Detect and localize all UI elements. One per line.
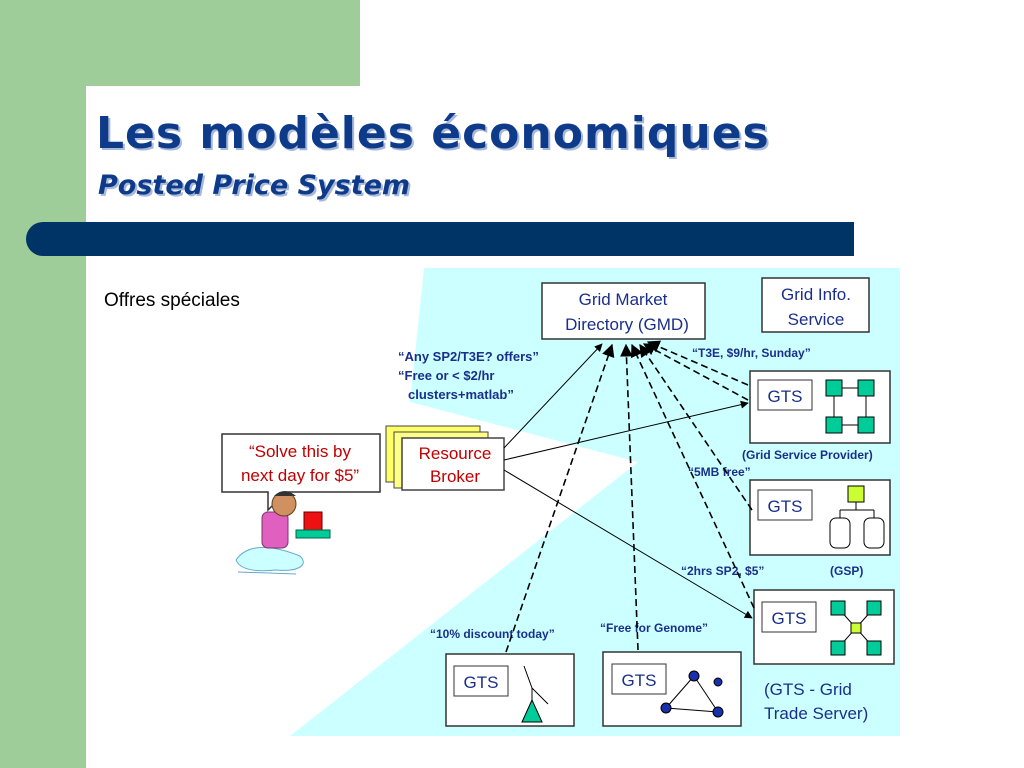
broker-line1: Resource [419,444,492,463]
gis-label-line2: Service [788,310,845,329]
slide-subtitle: Posted Price System [98,170,411,201]
gts-legend-line2: Trade Server) [764,704,868,723]
offer-genome: “Free for Genome” [600,621,708,635]
arrow-broker-to-gts-top [503,400,749,461]
title-underline-bar [26,222,854,256]
gmd-label-line2: Directory (GMD) [565,315,689,334]
bullet-text: Offres spéciales [104,290,240,311]
gis-label-line1: Grid Info. [781,285,851,304]
gts-box-bottom-center: GTS [602,651,742,727]
arrow-gts-right-bottom-to-gmd [631,343,755,609]
query-line3: clusters+matlab” [408,387,514,402]
gts-to-gmd-arrows [505,340,755,653]
left-green-bar [0,0,86,768]
offer-10pct: “10% discount today” [430,627,555,641]
offer-t3e: “T3E, $9/hr, Sunday” [692,346,811,360]
gts-label-top: GTS [768,387,803,406]
arrow-gts-bottom-left-to-gmd [505,343,615,653]
gts-label-middle: GTS [768,497,803,516]
arrow-broker-to-gts-bottom [503,469,753,619]
offer-2hrs: “2hrs SP2, $5” [681,564,764,578]
gts-label-right-bottom: GTS [772,609,807,628]
gts-label-bottom-left: GTS [464,673,499,692]
arrow-gts-bottom-center-to-gmd [620,343,639,651]
title-tab-corner [86,86,360,146]
gts-legend-line1: (GTS - Grid [764,680,852,699]
broker-arrows [503,343,753,619]
query-line1: “Any SP2/T3E? offers” [398,349,539,364]
antenna-icon [521,665,549,723]
gts-box-right-bottom: GTS [753,589,895,665]
resource-broker: Resource Broker [385,425,505,491]
triangle-network-icon [660,670,724,718]
gmd-label-line1: Grid Market [579,290,668,309]
bubble-line1: “Solve this by [249,442,352,461]
arrow-gts-middle-to-gmd [639,343,753,511]
top-green-block [86,0,360,86]
arrow-broker-to-gmd [503,343,603,449]
gts-box-bottom-left: GTS [445,653,575,727]
gts-box-middle: GTS [749,479,891,556]
query-line2: “Free or < $2/hr [398,368,494,383]
network-icon-top [825,379,875,434]
star-network-icon [830,600,882,656]
slide-title: Les modèles économiques [96,108,770,159]
user-speech-bubble: “Solve this by next day for $5” [221,433,381,512]
arrow-gts-top-to-gmd [646,340,749,386]
gts-label-bottom-center: GTS [622,671,657,690]
gsp-full-label: (Grid Service Provider) [742,448,873,462]
gis-box: Grid Info. Service [761,277,870,333]
gmd-box: Grid Market Directory (GMD) [541,282,706,340]
bubble-line2: next day for $5” [241,466,359,485]
storage-icon [829,485,885,549]
user-figure [235,491,331,575]
gsp-short-label: (GSP) [830,564,863,578]
gts-box-top: GTS [749,370,891,444]
offer-5mb: “5MB free” [688,465,751,479]
arrow-gts-top2-to-gmd [642,343,749,401]
broker-line2: Broker [430,467,480,486]
